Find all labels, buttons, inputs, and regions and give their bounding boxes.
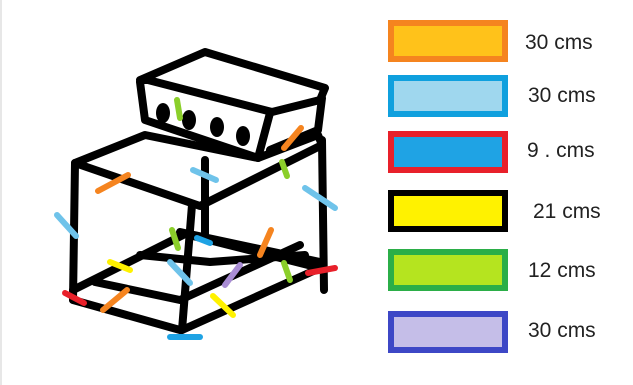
legend-label-1: 30 cms	[525, 31, 593, 54]
legend-label-2: 30 cms	[528, 84, 596, 107]
leg-back-right	[318, 136, 328, 294]
knob-3	[210, 117, 224, 137]
middle-rail	[91, 241, 304, 304]
legend-swatch-2	[388, 75, 508, 117]
mark-yellow-1	[107, 259, 133, 273]
legend-swatch-6	[388, 311, 508, 353]
legend-swatch-1	[388, 20, 508, 62]
measurement-marks	[54, 97, 338, 340]
leg-front-right	[178, 201, 196, 334]
panel-top	[136, 48, 329, 116]
mark-orange-3	[257, 227, 274, 258]
mark-yellow-2	[210, 293, 236, 318]
mark-green-4	[281, 260, 293, 283]
legend-swatch-3	[388, 131, 508, 173]
knob-2	[182, 110, 196, 130]
mark-purple-1	[222, 262, 243, 288]
legend-label-3: 9 . cms	[527, 139, 595, 162]
mark-green-1	[174, 97, 183, 121]
mark-lightblue-1	[54, 212, 79, 239]
bottom-front-left	[69, 296, 184, 334]
right-lower-rail	[176, 228, 324, 266]
mark-red-blue-4	[194, 235, 213, 246]
mark-lightblue-3	[302, 185, 338, 211]
knobs	[156, 103, 250, 146]
mark-lightblue-2	[190, 167, 219, 183]
mark-lightblue-4	[167, 259, 193, 286]
mark-red-blue-2	[305, 265, 338, 276]
mark-orange-2	[281, 125, 304, 151]
legend-swatch-4	[388, 190, 508, 232]
cooktop	[71, 131, 326, 210]
inner-rail	[136, 251, 309, 266]
knob-1	[156, 103, 170, 123]
legend-swatch-5	[388, 249, 508, 291]
bottom-front-right	[178, 264, 324, 334]
mark-orange-4	[100, 287, 130, 313]
knob-4	[236, 126, 250, 146]
legend-label-4: 21 cms	[533, 200, 601, 223]
legend-label-5: 12 cms	[528, 259, 596, 282]
stove-frame	[69, 48, 329, 334]
mark-orange-1	[95, 172, 131, 194]
mark-green-3	[169, 227, 181, 251]
mark-red-blue-1	[62, 290, 87, 306]
panel-front	[136, 78, 274, 162]
legend-label-6: 30 cms	[528, 319, 596, 342]
mark-green-2	[279, 159, 290, 179]
